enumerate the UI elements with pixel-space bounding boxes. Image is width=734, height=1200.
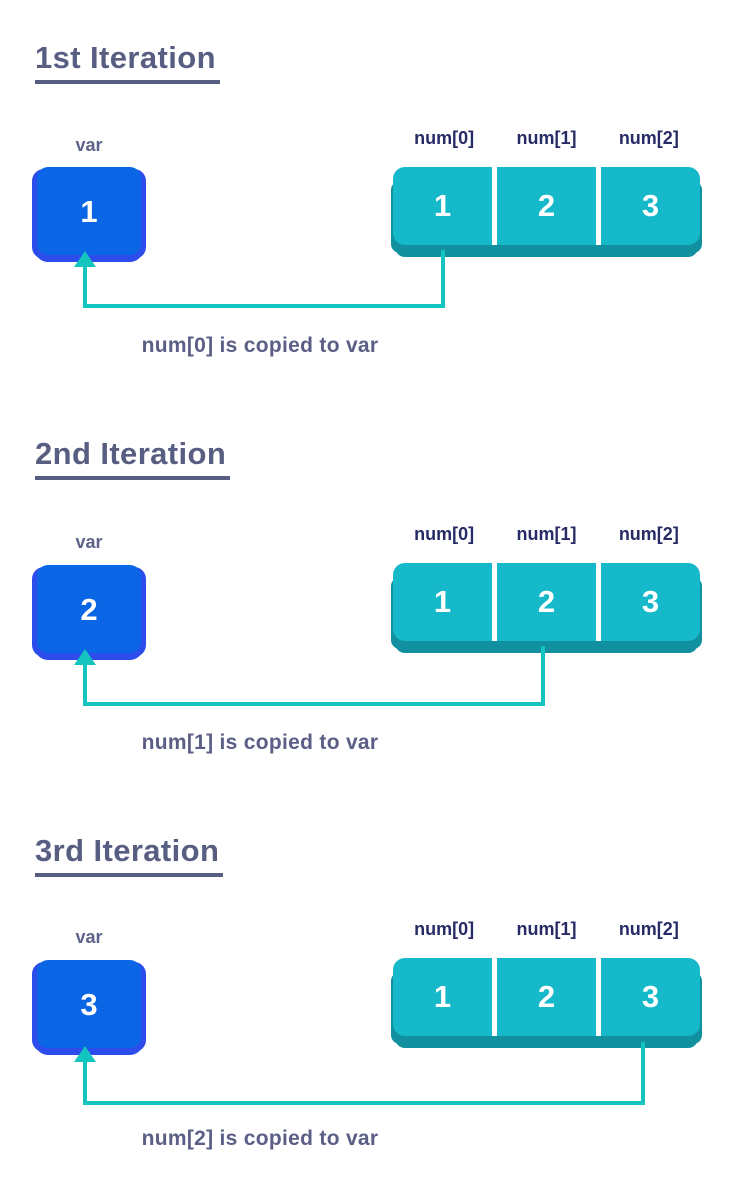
arrow-segment-horizontal (83, 1101, 645, 1105)
arrow-segment-to-var (83, 660, 87, 706)
var-label: var (75, 927, 103, 947)
array-box: 1 2 3 (393, 167, 700, 245)
arrow-segment-from-array (541, 646, 545, 706)
arrow-segment-horizontal (83, 702, 545, 706)
array-index-labels: num[0] num[1] num[2] (393, 525, 700, 543)
array-cell: 3 (596, 167, 700, 245)
arrow-segment-to-var (83, 262, 87, 308)
var-value: 3 (80, 986, 98, 1022)
array-index-label: num[0] (414, 128, 475, 148)
var-box: 1 (37, 167, 141, 255)
section-title: 1st Iteration (35, 42, 220, 84)
var-value: 2 (80, 591, 98, 627)
arrow-segment-horizontal (83, 304, 445, 308)
array-box: 1 2 3 (393, 958, 700, 1036)
array-index-label: num[2] (618, 524, 679, 544)
arrowhead-up-icon (74, 1046, 96, 1062)
array-cell: 1 (433, 188, 452, 223)
var-value: 1 (80, 193, 98, 229)
iteration-caption: num[2] is copied to var (141, 1127, 379, 1150)
array-index-labels: num[0] num[1] num[2] (393, 920, 700, 938)
arrow-segment-from-array (441, 250, 445, 308)
array-cell: 2 (492, 563, 596, 641)
array-cell: 2 (492, 958, 596, 1036)
array-cell: 1 (433, 979, 452, 1014)
section-title: 2nd Iteration (35, 438, 231, 480)
array-box: 1 2 3 (393, 563, 700, 641)
arrowhead-up-icon (74, 251, 96, 267)
var-label: var (75, 532, 103, 552)
array-cell: 1 (433, 584, 452, 619)
array-index-label: num[2] (618, 128, 679, 148)
array-index-label: num[1] (516, 524, 577, 544)
arrowhead-up-icon (74, 649, 96, 665)
iteration-caption: num[1] is copied to var (141, 731, 379, 754)
var-box: 3 (37, 960, 141, 1048)
array-index-label: num[1] (516, 919, 577, 939)
arrow-segment-to-var (83, 1057, 87, 1105)
section-title: 3rd Iteration (35, 835, 224, 877)
array-index-label: num[0] (414, 919, 475, 939)
var-box: 2 (37, 565, 141, 653)
var-label: var (75, 135, 103, 155)
array-cell: 3 (596, 958, 700, 1036)
iteration-caption: num[0] is copied to var (141, 334, 379, 357)
array-index-label: num[1] (516, 128, 577, 148)
array-index-label: num[2] (618, 919, 679, 939)
array-index-label: num[0] (414, 524, 475, 544)
arrow-segment-from-array (641, 1042, 645, 1105)
array-index-labels: num[0] num[1] num[2] (393, 129, 700, 147)
array-cell: 3 (596, 563, 700, 641)
array-cell: 2 (492, 167, 596, 245)
